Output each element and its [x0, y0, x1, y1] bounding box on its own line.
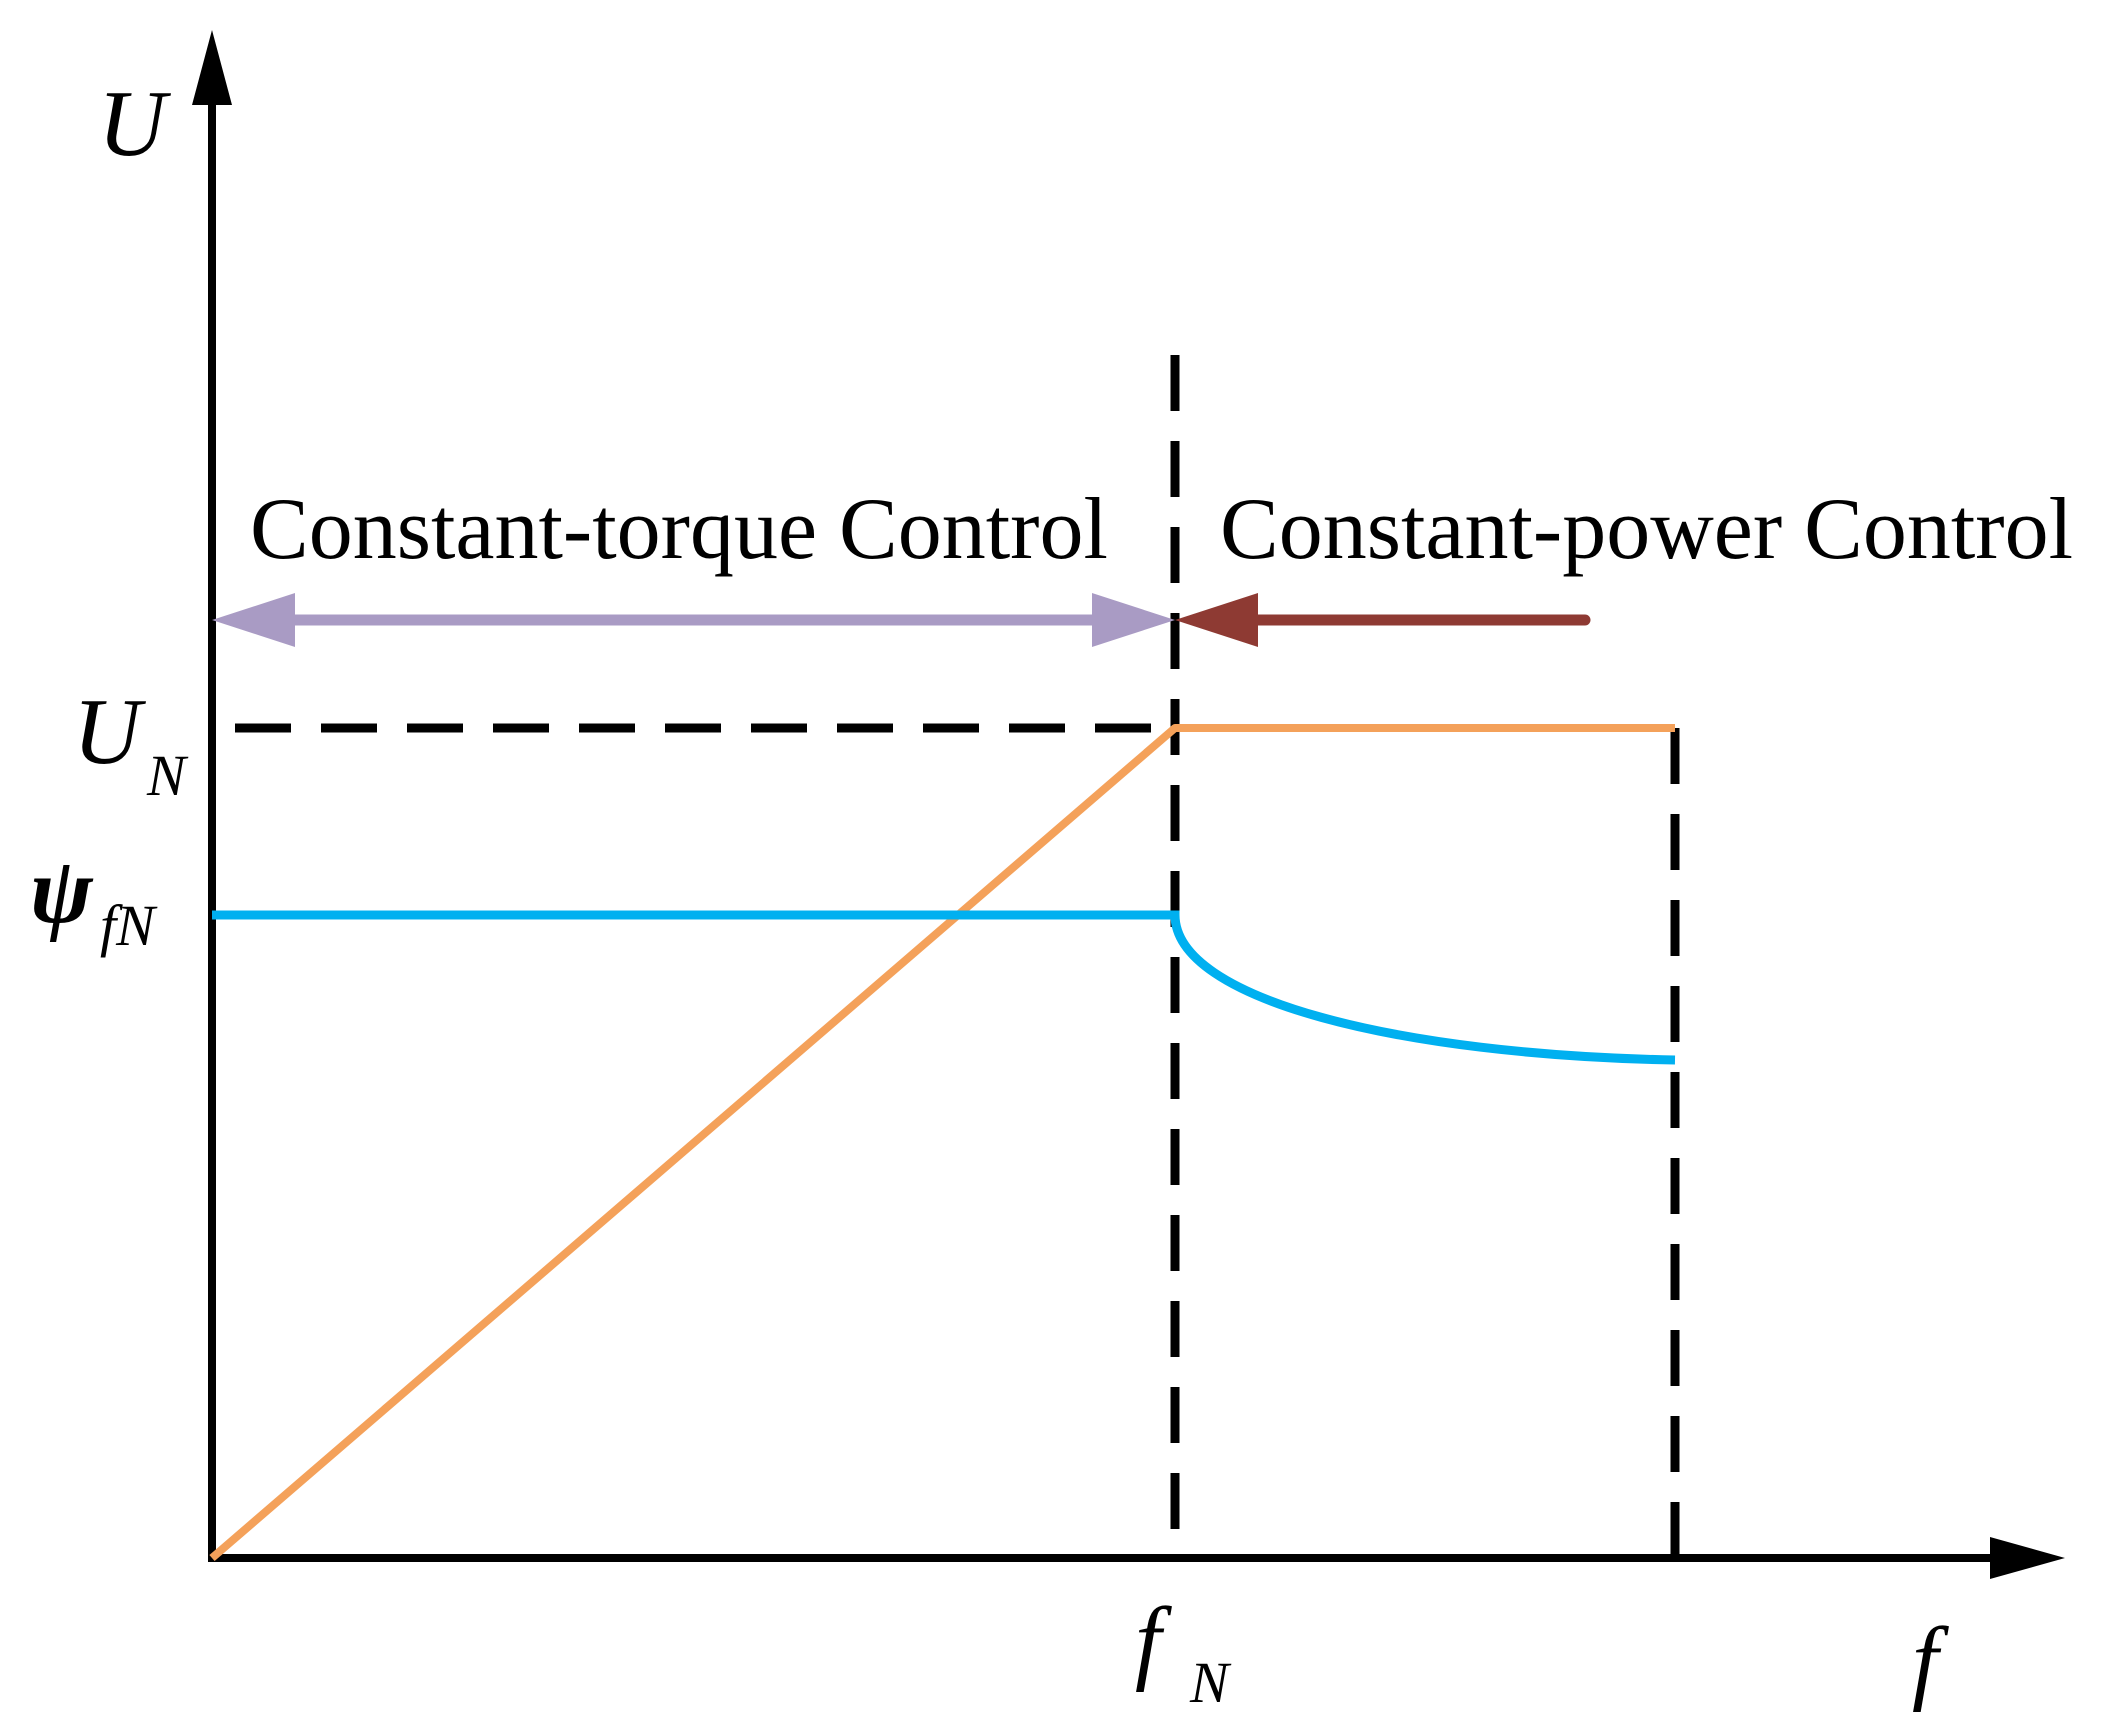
rated-flux-subscript: fN [100, 893, 158, 958]
y-axis-arrowhead [192, 30, 232, 105]
constant-torque-arrow-right-head [1092, 593, 1175, 647]
voltage-curve [209, 724, 1675, 1562]
constant-torque-arrow-left-head [212, 593, 295, 647]
rated-voltage-label: U [73, 680, 146, 784]
constant-torque-label: Constant-torque Control [250, 481, 1108, 578]
rated-voltage-subscript: N [146, 743, 189, 808]
x-axis-arrowhead [1990, 1537, 2065, 1579]
rated-frequency-label: f [1135, 1589, 1172, 1693]
x-axis-label: f [1912, 1609, 1949, 1713]
rated-frequency-subscript: N [1189, 1650, 1232, 1715]
y-axis-label: U [98, 72, 171, 176]
constant-power-label: Constant-power Control [1220, 481, 2073, 578]
constant-power-arrow-head [1175, 593, 1258, 647]
rated-flux-label: ψ [30, 839, 94, 943]
flux-curve [212, 910, 1676, 1065]
